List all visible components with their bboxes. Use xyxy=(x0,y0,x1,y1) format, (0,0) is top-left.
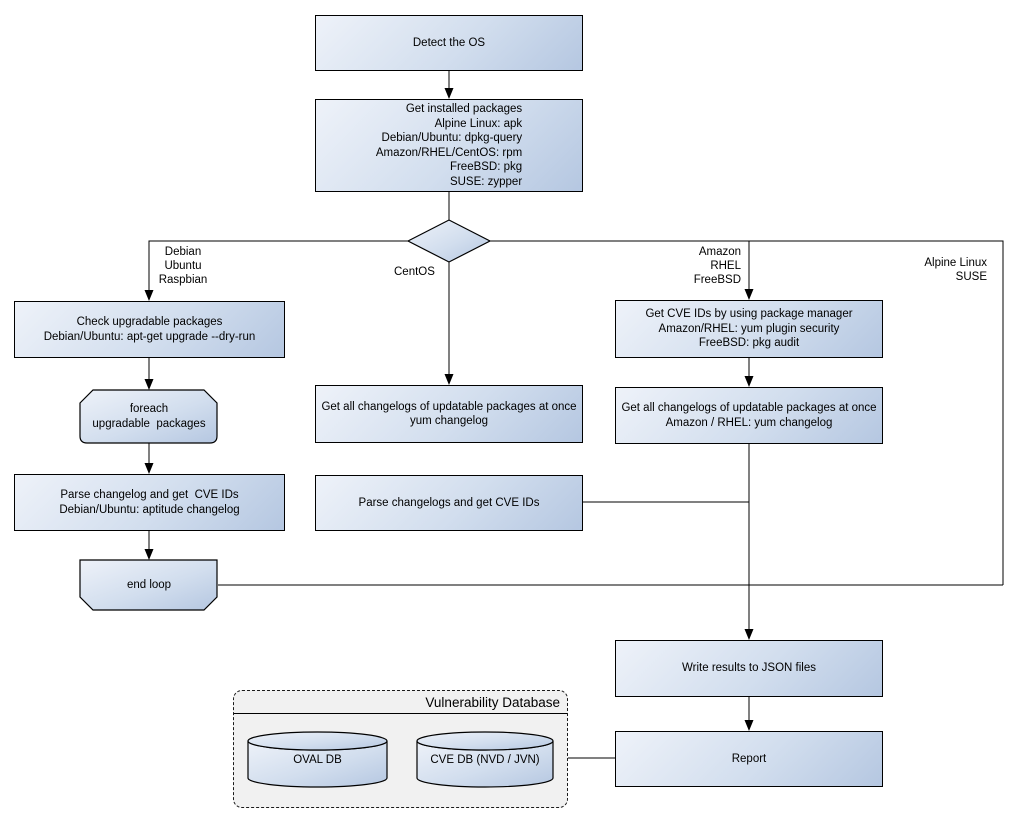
oval-db-label: OVAL DB xyxy=(248,746,387,774)
node-get-changelogs-amazon: Get all changelogs of updatable packages… xyxy=(615,387,883,444)
arrowheads xyxy=(144,88,754,731)
cylinder-label: CVE DB (NVD / JVN) xyxy=(430,753,540,766)
node-label: end loop xyxy=(126,578,172,591)
node-label: Detect the OS xyxy=(412,36,486,49)
os-decision-diamond xyxy=(406,219,492,263)
node-line: Get CVE IDs by using package manager xyxy=(645,308,853,321)
node-line: foreach xyxy=(129,403,169,415)
branch-label-amazon: Amazon RHEL FreeBSD xyxy=(678,246,741,287)
branch-line: Debian xyxy=(164,246,202,258)
node-write-results-json: Write results to JSON files xyxy=(615,640,883,697)
node-line: SUSE: zypper xyxy=(449,175,523,188)
node-report: Report xyxy=(615,731,883,787)
node-label: Write results to JSON files xyxy=(682,662,816,675)
node-line: Debian/Ubuntu: apt-get upgrade --dry-run xyxy=(43,330,256,343)
node-detect-os: Detect the OS xyxy=(315,15,583,71)
foreach-loop-shape xyxy=(79,389,218,444)
node-line: Parse changelog and get CVE IDs xyxy=(60,489,239,501)
cve-db-cylinder-icon xyxy=(416,731,554,788)
node-line: Amazon/RHEL/CentOS: rpm xyxy=(375,146,523,159)
node-end-loop-label: end loop xyxy=(80,560,218,610)
flow-connectors xyxy=(148,71,1004,759)
node-line: yum changelog xyxy=(409,415,488,427)
node-line: FreeBSD: pkg xyxy=(449,161,523,173)
node-line: Amazon/RHEL: yum plugin security xyxy=(658,322,840,335)
node-line: Check upgradable packages xyxy=(76,316,223,328)
node-label: Report xyxy=(731,752,767,765)
branch-line: Amazon xyxy=(698,246,741,258)
node-get-cve-ids-package-manager: Get CVE IDs by using package manager Ama… xyxy=(615,300,883,358)
cve-db-label: CVE DB (NVD / JVN) xyxy=(417,746,553,774)
node-parse-changelogs: Parse changelogs and get CVE IDs xyxy=(315,475,583,531)
node-line: Debian/Ubuntu: aptitude changelog xyxy=(59,503,240,516)
branch-line: RHEL xyxy=(710,259,741,272)
node-line: Get all changelogs of updatable packages… xyxy=(321,400,577,413)
branch-line: CentOS xyxy=(394,266,435,278)
node-line: Get installed packages xyxy=(405,103,523,115)
node-label: Parse changelogs and get CVE IDs xyxy=(358,496,540,509)
branch-line: SUSE xyxy=(955,270,987,283)
cylinder-label: OVAL DB xyxy=(293,753,342,766)
node-line: Get all changelogs of updatable packages… xyxy=(621,402,877,414)
branch-line: Ubuntu xyxy=(164,259,202,272)
node-foreach-loop-label: foreach upgradable packages xyxy=(80,390,218,443)
node-line: Amazon / RHEL: yum changelog xyxy=(665,416,833,429)
node-get-changelogs-centos: Get all changelogs of updatable packages… xyxy=(315,385,583,443)
node-get-installed-packages: Get installed packages Alpine Linux: apk… xyxy=(315,99,583,192)
branch-line: Alpine Linux xyxy=(924,257,987,269)
node-line: Debian/Ubuntu: dpkg-query xyxy=(381,132,523,144)
branch-label-centos: CentOS xyxy=(394,266,446,280)
branch-line: FreeBSD xyxy=(693,273,741,286)
node-parse-changelog-debian: Parse changelog and get CVE IDs Debian/U… xyxy=(14,474,285,531)
node-line: upgradable packages xyxy=(92,417,206,430)
vulnerability-database-header: Vulnerability Database xyxy=(234,691,567,714)
node-line: FreeBSD: pkg audit xyxy=(698,337,800,350)
oval-db-cylinder-icon xyxy=(247,731,388,788)
node-line: Alpine Linux: apk xyxy=(434,117,523,130)
vulnerability-database-title: Vulnerability Database xyxy=(425,694,560,710)
end-loop-shape xyxy=(79,559,218,611)
node-check-upgradable-packages: Check upgradable packages Debian/Ubuntu:… xyxy=(14,301,285,358)
branch-line: Raspbian xyxy=(158,273,208,286)
branch-label-alpine: Alpine Linux SUSE xyxy=(885,257,987,285)
branch-label-debian: Debian Ubuntu Raspbian xyxy=(150,246,216,287)
